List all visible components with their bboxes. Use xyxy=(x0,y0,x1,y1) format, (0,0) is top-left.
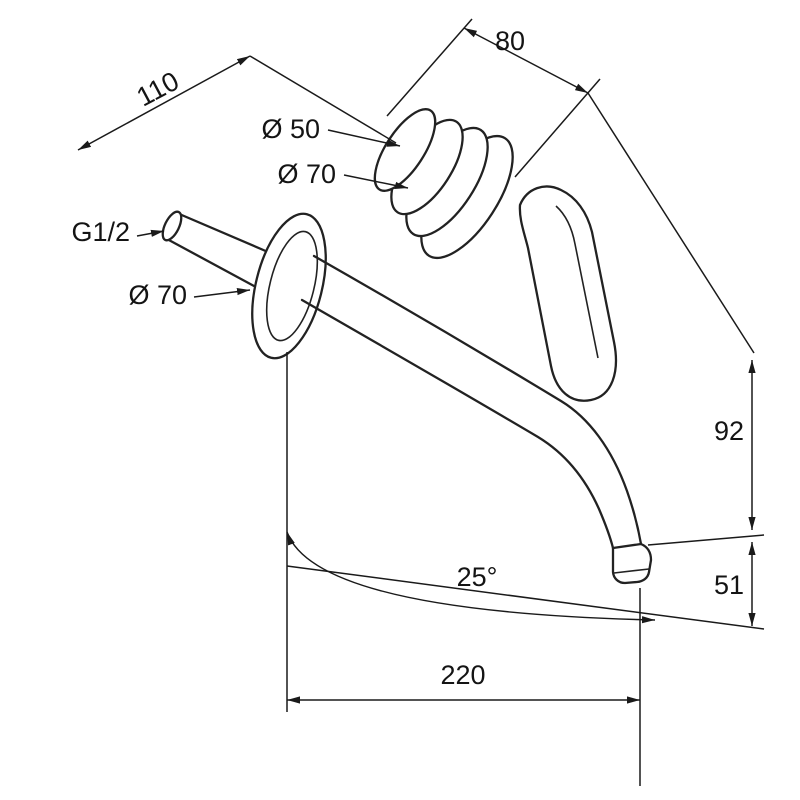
dim-label-dia70-spout: Ø 70 xyxy=(128,280,187,310)
mixer-body-rings xyxy=(373,108,514,260)
thread-leader-line xyxy=(136,229,165,237)
dim-80-line xyxy=(463,27,589,94)
dia70-spout-leader-line xyxy=(193,288,251,298)
dimension-110: 110 xyxy=(77,55,397,151)
aerator-joint-line xyxy=(611,542,643,550)
spout-escutcheon-inner-ring xyxy=(265,230,319,342)
dim-80-to-right-reference xyxy=(587,92,755,354)
spout-escutcheon xyxy=(251,212,327,360)
inlet-tube xyxy=(161,210,270,288)
dimension-80: 80 xyxy=(386,18,755,354)
dim-label-thread: G1/2 xyxy=(71,217,130,247)
inlet-tube-bottom-edge xyxy=(165,237,256,288)
dim-label-51: 51 xyxy=(714,570,744,600)
dimension-dia70-spout: Ø 70 xyxy=(128,280,251,310)
angle-arc xyxy=(286,531,656,624)
dimension-92: 92 xyxy=(647,360,765,546)
dim-label-dia70-handle: Ø 70 xyxy=(277,159,336,189)
dimension-dia50: Ø 50 xyxy=(261,114,401,147)
dimension-220: 220 xyxy=(286,352,641,786)
dim-label-25deg: 25° xyxy=(457,562,498,592)
dim-80-extension-right xyxy=(514,78,601,178)
inlet-thread-end-cap xyxy=(161,210,183,242)
inlet-tube-top-edge xyxy=(175,211,270,254)
lever-outline xyxy=(518,185,618,402)
aerator-face-line xyxy=(613,568,650,574)
dimension-thread: G1/2 xyxy=(71,217,165,247)
dim-label-80: 80 xyxy=(495,26,525,56)
dimension-angle-25: 25° xyxy=(286,531,765,630)
spout-inner-edge xyxy=(300,298,615,550)
dimension-dia70-handle: Ø 70 xyxy=(277,159,409,189)
dim-label-dia50: Ø 50 xyxy=(261,114,320,144)
angle-reference-line xyxy=(286,565,765,630)
aerator xyxy=(611,542,653,585)
aerator-body xyxy=(611,542,653,585)
dim-80-extension-left xyxy=(386,18,473,117)
dim-110-line xyxy=(77,55,251,151)
dimension-51: 51 xyxy=(714,542,756,626)
dim-label-92: 92 xyxy=(714,416,744,446)
lever-handle xyxy=(518,185,618,402)
dim-92-extension-bottom xyxy=(647,534,765,546)
dimension-annotations: 80 110 Ø 50 Ø 70 G1/2 xyxy=(71,18,765,786)
lever-detail-line xyxy=(555,205,599,359)
dia50-leader-line xyxy=(327,129,401,147)
dim-label-110: 110 xyxy=(132,66,184,113)
spout-outer-edge xyxy=(312,254,643,546)
dim-label-220: 220 xyxy=(440,660,485,690)
dim-110-extension xyxy=(249,55,397,144)
dia70-handle-leader-line xyxy=(343,174,409,189)
spout-escutcheon-outer-ring xyxy=(251,212,327,360)
faucet-body xyxy=(161,108,653,585)
